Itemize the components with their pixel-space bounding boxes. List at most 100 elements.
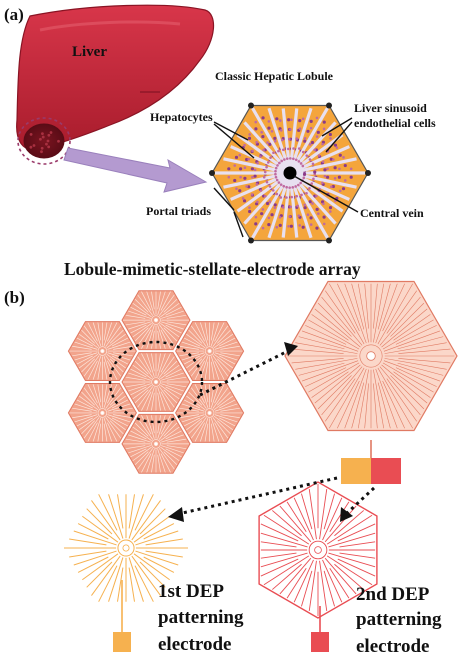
enlarged-electrode-unit <box>284 280 458 460</box>
endothelial-cell <box>263 170 267 174</box>
endothelial-cell <box>311 202 314 205</box>
endothelial-cell <box>297 160 301 163</box>
endothelial-cell <box>312 177 315 181</box>
second-finger <box>326 555 373 586</box>
array-unit-finger <box>212 325 229 347</box>
hepatocyte-nucleus <box>306 129 310 133</box>
enlarged-finger <box>317 375 352 410</box>
endothelial-cell <box>287 147 290 151</box>
second-finger <box>308 489 317 540</box>
second-finger <box>260 541 297 548</box>
enlarged-finger <box>321 296 363 346</box>
array-unit-center <box>153 441 159 446</box>
array-unit-finger <box>103 361 108 380</box>
array-unit-finger <box>141 353 152 373</box>
endothelial-cell <box>297 147 301 150</box>
endothelial-cell <box>298 224 302 227</box>
endothelial-cell <box>303 203 307 207</box>
array-unit-finger <box>166 383 187 388</box>
array-unit-finger <box>210 322 220 346</box>
array-unit-ring <box>97 346 108 356</box>
array-unit-finger <box>199 322 209 346</box>
array-unit-finger <box>161 321 184 330</box>
endothelial-cell <box>275 225 279 229</box>
array-unit-finger <box>74 341 98 350</box>
array-unit-finger <box>97 384 102 403</box>
array-unit-finger <box>190 417 207 439</box>
hepatocyte-nucleus <box>322 120 326 124</box>
array-unit-finger <box>219 337 236 347</box>
enlarged-finger <box>305 325 347 345</box>
hepatocyte-nucleus <box>245 157 249 162</box>
array-unit-finger <box>111 355 129 365</box>
array-unit-finger <box>163 360 178 375</box>
endothelial-cell <box>251 149 254 153</box>
hepatocytes-pointer <box>213 123 255 159</box>
first-finger <box>98 494 118 531</box>
first-finger <box>134 494 154 531</box>
endothelial-cell <box>233 164 237 167</box>
endothelial-cell <box>239 175 242 179</box>
array-unit-finger <box>92 384 102 408</box>
enlarged-finger <box>301 360 359 382</box>
array-unit-finger <box>76 399 93 409</box>
array-unit-finger <box>128 321 151 330</box>
hepatocyte-nucleus <box>316 130 320 134</box>
cut-cell <box>41 132 44 136</box>
hepatocyte-nucleus <box>248 209 252 214</box>
hepatocyte-nucleus <box>323 168 327 172</box>
array-unit-finger <box>128 372 151 381</box>
array-unit <box>67 321 137 381</box>
endothelial-cell <box>321 181 324 185</box>
enlarged-finger <box>382 362 434 393</box>
array-unit-finger <box>103 423 108 442</box>
array-unit-finger <box>161 383 184 392</box>
endothelial-cell <box>245 185 248 188</box>
enlarged-finger <box>382 380 405 429</box>
endothelial-cell <box>283 158 286 161</box>
endothelial-cell <box>261 208 265 211</box>
endothelial-cell <box>255 183 259 186</box>
cut-cell <box>40 150 43 154</box>
array-unit-finger <box>137 324 154 346</box>
hepatocyte-nucleus <box>243 176 247 180</box>
second-finger <box>337 558 376 577</box>
second-finger <box>323 570 335 607</box>
array-unit-finger <box>97 423 102 442</box>
endothelial-cell <box>250 193 254 196</box>
array-unit-finger <box>212 417 229 439</box>
first-finger <box>117 567 124 602</box>
hepatocyte-nucleus <box>338 153 342 157</box>
array-unit-finger <box>130 430 147 440</box>
central-vein-label: Central vein <box>360 206 424 220</box>
sinusoid-line <box>288 171 337 225</box>
array-unit-finger <box>83 387 100 409</box>
endothelial-cell <box>274 172 277 176</box>
array-unit-finger <box>165 306 182 316</box>
cut-cell <box>49 131 53 134</box>
endothelial-cell <box>273 206 277 209</box>
array-unit-finger <box>106 333 126 349</box>
array-unit <box>175 383 245 443</box>
endothelial-cell <box>281 206 285 209</box>
endothelial-cell <box>343 179 347 182</box>
endothelial-cell <box>303 137 307 140</box>
first-finger <box>145 538 183 546</box>
array-unit-finger <box>157 454 161 473</box>
enlarged-center <box>366 351 376 361</box>
enlarged-finger <box>390 302 425 337</box>
label-pointers <box>213 117 359 238</box>
hepatocyte-nucleus <box>254 127 258 131</box>
array-unit-finger <box>214 352 238 361</box>
array-unit-finger <box>210 384 220 408</box>
hepatocyte-nucleus <box>254 222 258 226</box>
array-unit <box>175 321 245 381</box>
array-unit-finger <box>157 387 166 411</box>
hepatocyte-nucleus <box>227 167 231 171</box>
endothelial-cell <box>255 140 258 144</box>
sinusoid-line <box>288 107 313 174</box>
endothelial-cell <box>288 186 291 189</box>
enlarged-finger <box>395 325 437 345</box>
endothelial-cell <box>295 137 299 140</box>
array-unit-finger <box>92 418 102 442</box>
